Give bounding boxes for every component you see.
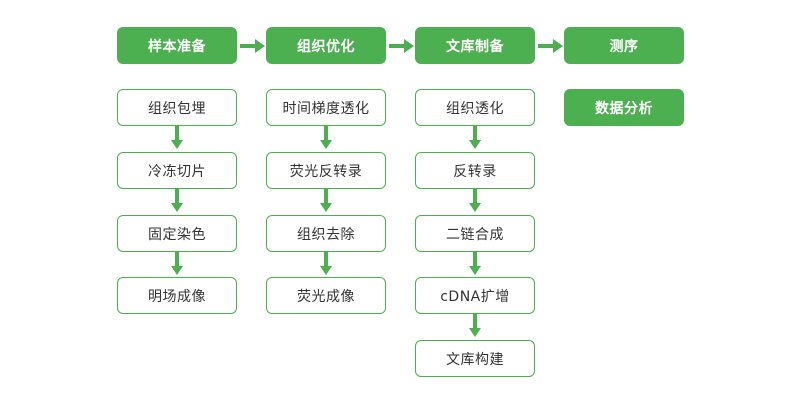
step-box: 文库构建 [415, 340, 535, 377]
arrow-down-icon [171, 252, 183, 277]
arrow-down-icon [320, 252, 332, 277]
step-box: 组织包埋 [117, 89, 237, 126]
step-box: 荧光成像 [266, 277, 386, 314]
step-box: 明场成像 [117, 277, 237, 314]
arrow-down-icon [171, 189, 183, 214]
step-box: 冷冻切片 [117, 152, 237, 189]
step-box: 荧光反转录 [266, 152, 386, 189]
stage-header: 组织优化 [266, 27, 386, 64]
column-sequencing: 测序 数据分析 [564, 0, 684, 404]
column-library-prep: 文库制备 组织透化 反转录 二链合成 cDNA扩增 文库构建 [415, 0, 535, 404]
stage-header: 样本准备 [117, 27, 237, 64]
result-box: 数据分析 [564, 89, 684, 126]
step-box: cDNA扩增 [415, 277, 535, 314]
step-box: 二链合成 [415, 215, 535, 252]
arrow-down-icon [320, 126, 332, 151]
stage-header: 测序 [564, 27, 684, 64]
step-box: 反转录 [415, 152, 535, 189]
arrow-down-icon [469, 252, 481, 277]
column-tissue-optimization: 组织优化 时间梯度透化 荧光反转录 组织去除 荧光成像 [266, 0, 386, 404]
arrow-right-icon [538, 39, 564, 53]
stage-header: 文库制备 [415, 27, 535, 64]
arrow-right-icon [389, 39, 415, 53]
step-box: 固定染色 [117, 215, 237, 252]
arrow-down-icon [469, 189, 481, 214]
arrow-down-icon [469, 314, 481, 339]
step-box: 组织去除 [266, 215, 386, 252]
arrow-down-icon [469, 126, 481, 151]
step-box: 时间梯度透化 [266, 89, 386, 126]
column-sample-prep: 样本准备 组织包埋 冷冻切片 固定染色 明场成像 [117, 0, 237, 404]
arrow-down-icon [171, 126, 183, 151]
arrow-down-icon [320, 189, 332, 214]
step-box: 组织透化 [415, 89, 535, 126]
arrow-right-icon [240, 39, 266, 53]
